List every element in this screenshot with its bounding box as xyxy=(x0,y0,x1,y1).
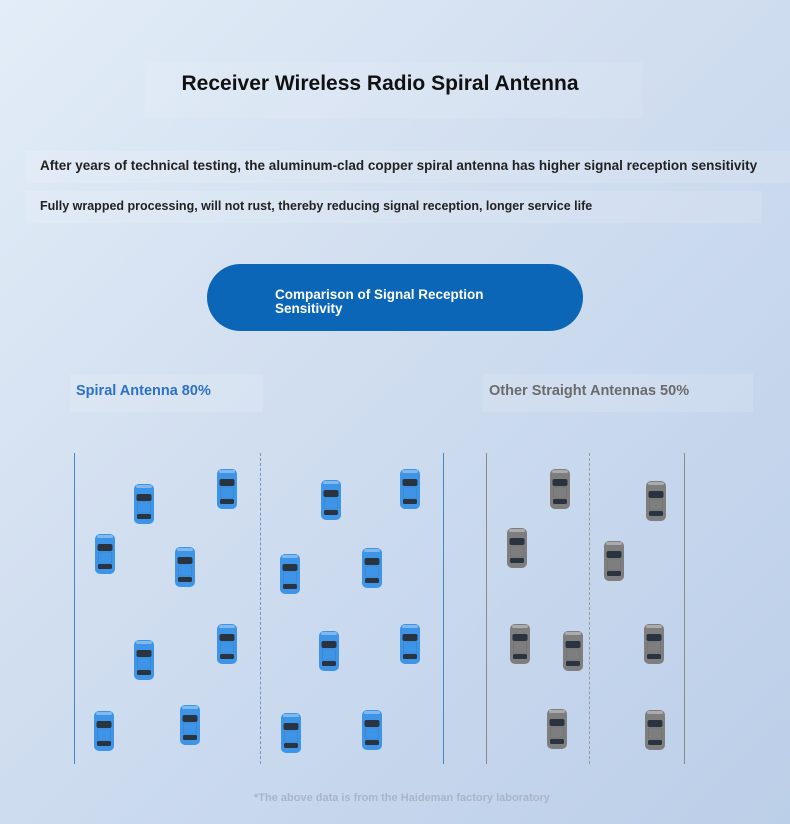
spiral-car-icon xyxy=(319,631,339,671)
spiral-road-edge-left xyxy=(74,453,75,764)
straight-car-icon xyxy=(507,528,527,568)
straight-car-icon xyxy=(547,709,567,749)
spiral-car-icon xyxy=(180,705,200,745)
spiral-road-edge-right xyxy=(443,453,444,764)
straight-road-edge-right xyxy=(684,453,685,764)
spiral-car-icon xyxy=(362,548,382,588)
spiral-car-icon xyxy=(400,624,420,664)
spiral-car-icon xyxy=(134,640,154,680)
spiral-antenna-label: Spiral Antenna 80% xyxy=(76,383,211,399)
spiral-car-icon xyxy=(134,484,154,524)
straight-car-icon xyxy=(550,469,570,509)
straight-road-edge-left xyxy=(486,453,487,764)
description-line-2: Fully wrapped processing, will not rust,… xyxy=(40,199,593,213)
straight-car-icon xyxy=(646,481,666,521)
spiral-car-icon xyxy=(400,469,420,509)
straight-antenna-label: Other Straight Antennas 50% xyxy=(489,383,690,399)
comparison-banner: Comparison of Signal Reception Sensitivi… xyxy=(207,264,583,331)
straight-label-panel xyxy=(483,374,753,412)
description-panel-2 xyxy=(26,191,762,223)
straight-car-icon xyxy=(563,631,583,671)
straight-lane-divider xyxy=(589,453,590,764)
description-line-1: After years of technical testing, the al… xyxy=(40,158,758,173)
spiral-car-icon xyxy=(95,534,115,574)
straight-car-icon xyxy=(645,710,665,750)
spiral-car-icon xyxy=(175,547,195,587)
footnote: *The above data is from the Haideman fac… xyxy=(254,792,550,804)
spiral-car-icon xyxy=(362,710,382,750)
page-title: Receiver Wireless Radio Spiral Antenna xyxy=(181,72,579,95)
spiral-car-icon xyxy=(217,469,237,509)
title-panel xyxy=(145,62,643,118)
spiral-lane-divider xyxy=(260,453,261,764)
comparison-banner-label: Comparison of Signal Reception Sensitivi… xyxy=(275,287,484,316)
spiral-car-icon xyxy=(94,711,114,751)
description-panel-1 xyxy=(26,151,790,183)
spiral-car-icon xyxy=(321,480,341,520)
straight-car-icon xyxy=(604,541,624,581)
spiral-car-icon xyxy=(217,624,237,664)
straight-car-icon xyxy=(510,624,530,664)
straight-car-icon xyxy=(644,624,664,664)
spiral-car-icon xyxy=(280,554,300,594)
spiral-car-icon xyxy=(281,713,301,753)
spiral-label-panel xyxy=(70,374,263,412)
